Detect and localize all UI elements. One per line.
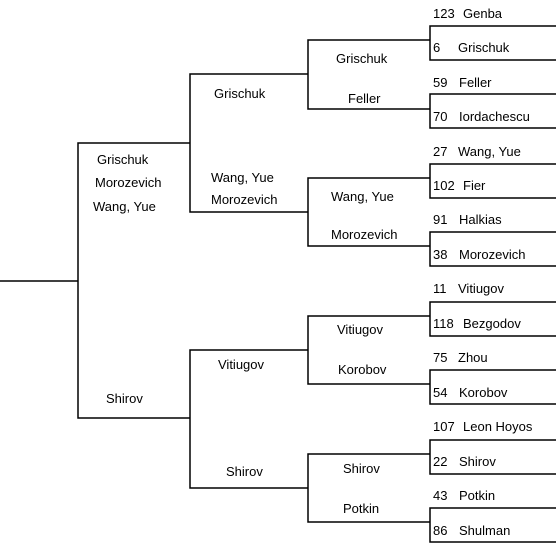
- r16-player: Morozevich: [459, 247, 526, 262]
- r16-seed: 6: [433, 40, 441, 55]
- semifinal-lower-bottom-player: Shirov: [226, 464, 263, 479]
- quarterfinal-3-bottom-player: Korobov: [338, 362, 387, 377]
- quarterfinal-1-bottom-player: Feller: [348, 91, 381, 106]
- final-top-player-1: Grischuk: [97, 152, 149, 167]
- final-top-player-3: Wang, Yue: [93, 199, 156, 214]
- quarterfinal-4-bracket: [307, 453, 430, 523]
- quarterfinal-4-bottom-player: Potkin: [343, 501, 380, 516]
- r16-player: Grischuk: [458, 40, 510, 55]
- r16-seed: 22: [433, 454, 448, 469]
- r16-player: Korobov: [459, 385, 508, 400]
- r16-pair-3-bracket: [429, 163, 556, 199]
- r16-pair-2-bracket: [429, 93, 556, 129]
- r16-player: Zhou: [458, 350, 488, 365]
- semifinal-upper-bottom-player-1: Wang, Yue: [211, 170, 274, 185]
- final-bracket: [77, 142, 190, 419]
- r16-seed: 123: [433, 6, 455, 21]
- semifinal-upper-bracket: [189, 73, 308, 213]
- r16-seed: 70: [433, 109, 448, 124]
- r16-seed: 27: [433, 144, 448, 159]
- r16-seed: 54: [433, 385, 448, 400]
- quarterfinal-2-top-player: Wang, Yue: [331, 189, 394, 204]
- r16-player: Wang, Yue: [458, 144, 521, 159]
- r16-player: Shulman: [459, 523, 511, 538]
- r16-seed: 91: [433, 212, 448, 227]
- r16-player: Potkin: [459, 488, 496, 503]
- r16-seed: 43: [433, 488, 448, 503]
- quarterfinal-2-bottom-player: Morozevich: [331, 227, 398, 242]
- r16-pair-5-bracket: [429, 301, 556, 337]
- quarterfinal-2-bracket: [307, 177, 430, 247]
- r16-seed: 59: [433, 75, 448, 90]
- r16-player: Vitiugov: [458, 281, 505, 296]
- r16-pair-8-bracket: [429, 507, 556, 543]
- r16-seed: 107: [433, 419, 455, 434]
- r16-player: Leon Hoyos: [463, 419, 533, 434]
- quarterfinal-1-bracket: [307, 39, 430, 110]
- r16-player: Fier: [463, 178, 486, 193]
- quarterfinal-3-top-player: Vitiugov: [337, 322, 384, 337]
- final-top-player-2: Morozevich: [95, 175, 162, 190]
- r16-seed: 118: [433, 316, 454, 331]
- r16-player: Feller: [459, 75, 492, 90]
- quarterfinal-1-top-player: Grischuk: [336, 51, 388, 66]
- r16-player: Iordachescu: [459, 109, 530, 124]
- r16-pair-6-bracket: [429, 369, 556, 405]
- r16-seed: 38: [433, 247, 448, 262]
- r16-player: Halkias: [459, 212, 502, 227]
- r16-player: Bezgodov: [463, 316, 521, 331]
- r16-seed: 11: [433, 281, 447, 296]
- r16-pair-4-bracket: [429, 231, 556, 267]
- semifinal-upper-top-player: Grischuk: [214, 86, 266, 101]
- quarterfinal-3-bracket: [307, 315, 430, 385]
- quarterfinal-4-top-player: Shirov: [343, 461, 380, 476]
- semifinal-upper-bottom-player-2: Morozevich: [211, 192, 278, 207]
- r16-player: Genba: [463, 6, 503, 21]
- r16-pair-7-bracket: [429, 439, 556, 475]
- r16-seed: 86: [433, 523, 448, 538]
- r16-player: Shirov: [459, 454, 496, 469]
- r16-seed: 102: [433, 178, 455, 193]
- final-bottom-player: Shirov: [106, 391, 143, 406]
- semifinal-lower-top-player: Vitiugov: [218, 357, 265, 372]
- r16-pair-1-bracket: [429, 25, 556, 61]
- r16-seed: 75: [433, 350, 448, 365]
- semifinal-lower-bracket: [189, 349, 308, 489]
